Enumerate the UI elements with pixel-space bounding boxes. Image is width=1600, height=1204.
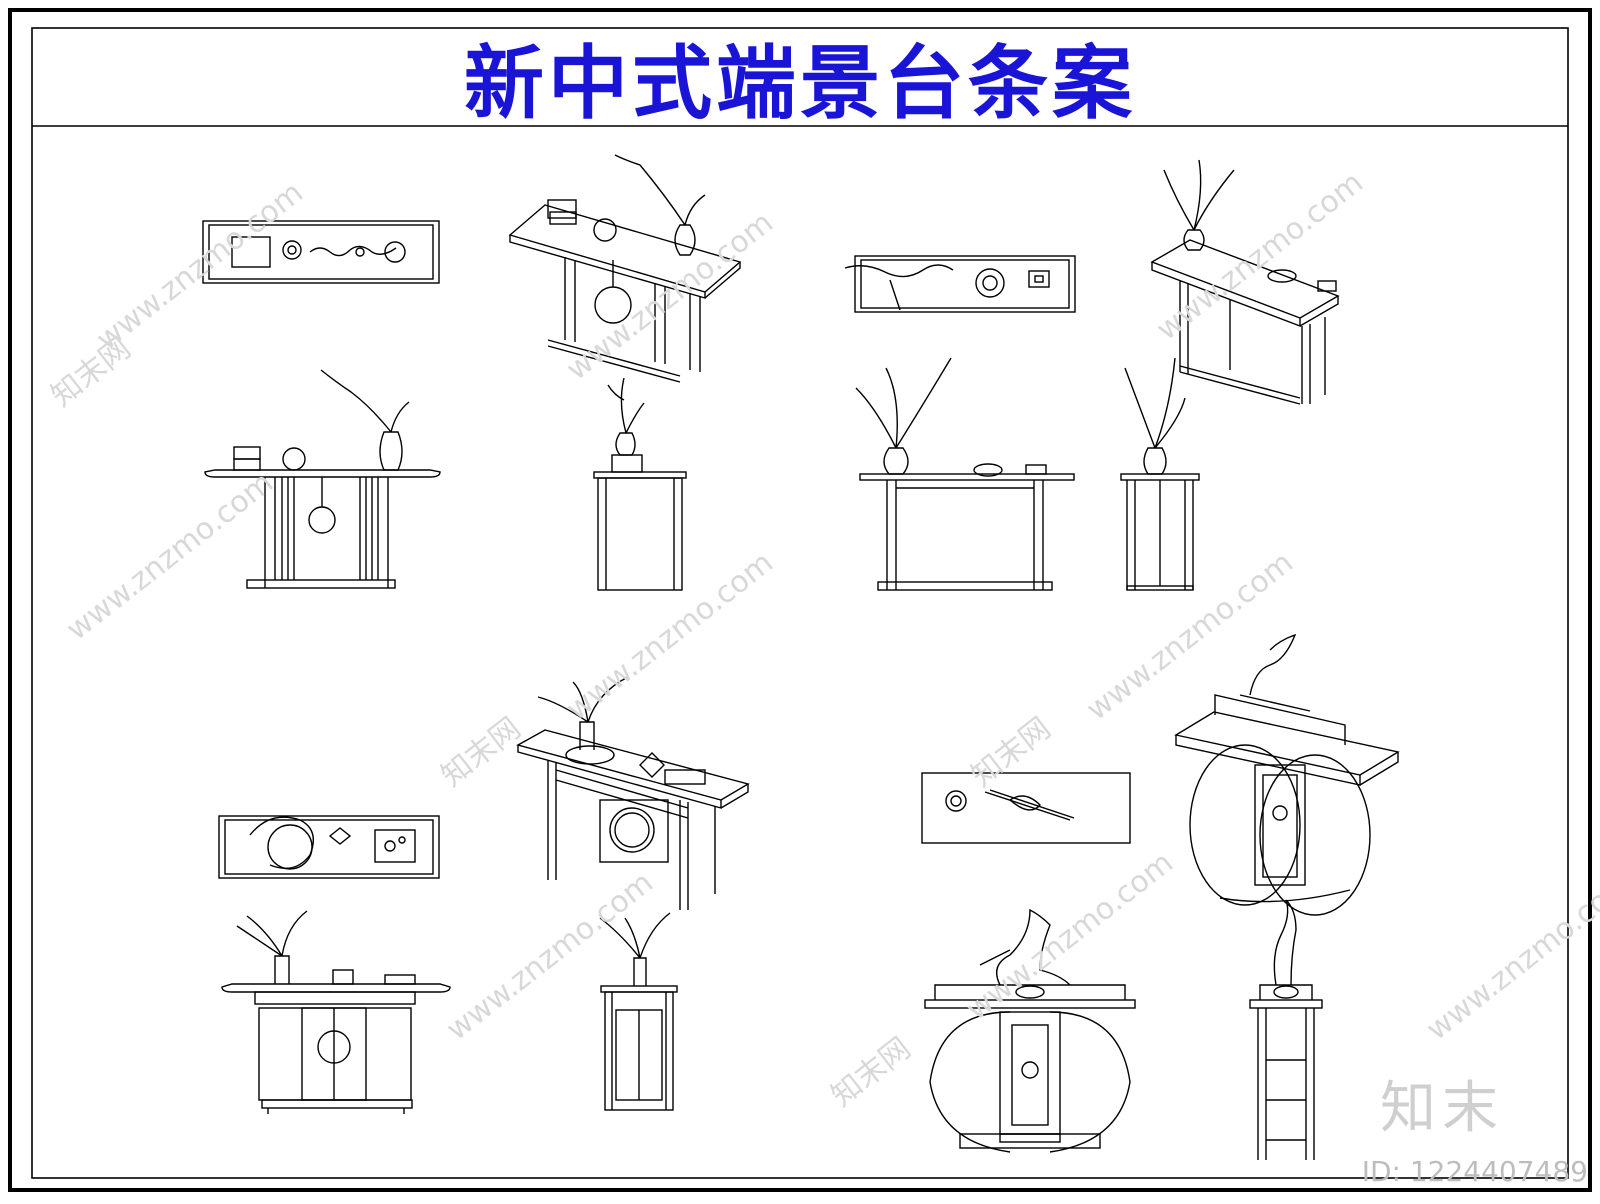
- plan-view-1: [202, 220, 440, 284]
- outer-frame: [8, 8, 1592, 1192]
- front-elevation-2: [855, 357, 1075, 591]
- side-elevation-4: [1249, 899, 1323, 1160]
- side-elevation-1: [593, 377, 687, 591]
- perspective-table-4: [1174, 633, 1400, 916]
- watermark-logo: 知末: [1380, 1076, 1504, 1141]
- perspective-table-1: [508, 154, 742, 383]
- front-elevation-1: [204, 369, 441, 589]
- watermark-id: ID: 1224407489: [1361, 1155, 1588, 1188]
- side-elevation-3: [599, 912, 678, 1111]
- perspective-table-2: [1150, 159, 1340, 405]
- plan-view-4: [921, 772, 1131, 844]
- plan-view-3: [218, 815, 440, 879]
- inner-frame: [31, 27, 1569, 1179]
- front-elevation-3: [221, 910, 451, 1114]
- plan-view-2: [844, 255, 1076, 313]
- perspective-table-3: [516, 676, 750, 910]
- front-elevation-4: [924, 908, 1136, 1153]
- page-title: 新中式端景台条案: [464, 36, 1136, 130]
- side-elevation-2: [1120, 357, 1200, 591]
